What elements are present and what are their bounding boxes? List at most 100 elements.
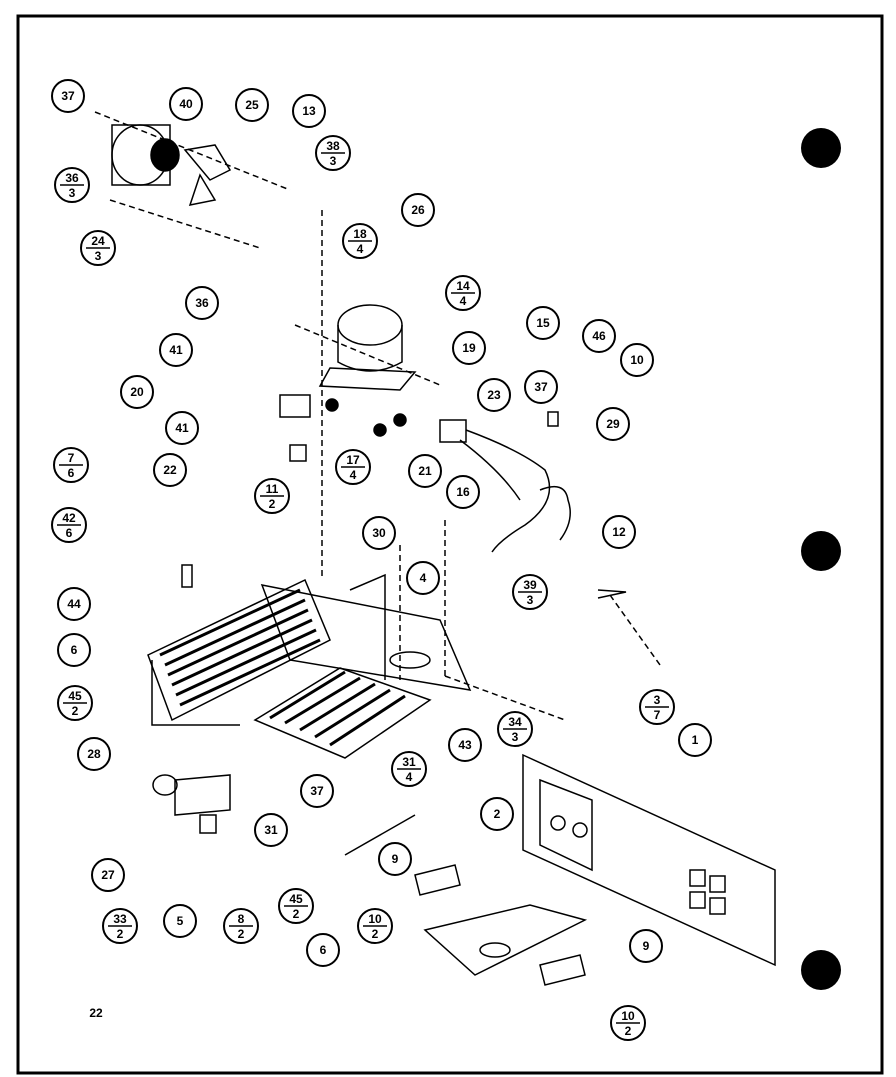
- callout-quantity: 3: [330, 154, 337, 168]
- callout-c10a: 10: [620, 343, 654, 377]
- callout-number: 24: [91, 234, 105, 248]
- callout-number: 10: [368, 912, 382, 926]
- callout-number: 33: [113, 912, 127, 926]
- evaporator-right: [253, 667, 432, 759]
- callout-c14: 144: [445, 275, 481, 311]
- callout-number: 6: [320, 943, 327, 957]
- callout-c29: 29: [596, 407, 630, 441]
- callout-number: 26: [411, 203, 425, 217]
- callout-quantity: 3: [95, 249, 102, 263]
- callout-number: 42: [62, 511, 76, 525]
- callout-quantity: 4: [406, 770, 413, 784]
- callout-number: 29: [606, 417, 620, 431]
- callout-quantity: 2: [269, 497, 276, 511]
- callout-quantity: 3: [512, 730, 519, 744]
- callout-c1: 1: [678, 723, 712, 757]
- callout-number: 15: [536, 316, 550, 330]
- callout-c38: 383: [315, 135, 351, 171]
- callout-c23: 23: [477, 378, 511, 412]
- callout-number: 22: [163, 463, 177, 477]
- callout-number: 44: [67, 597, 81, 611]
- callout-c11: 112: [254, 478, 290, 514]
- callout-number: 17: [346, 453, 360, 467]
- callout-number: 19: [462, 341, 476, 355]
- callout-number: 25: [245, 98, 259, 112]
- callout-c8: 82: [223, 908, 259, 944]
- callout-c37b: 37: [524, 370, 558, 404]
- callout-c16: 16: [446, 475, 480, 509]
- callout-number: 41: [175, 421, 189, 435]
- callout-c31b: 31: [254, 813, 288, 847]
- callout-c9a: 9: [378, 842, 412, 876]
- callout-c21: 21: [408, 454, 442, 488]
- callout-c33: 332: [102, 908, 138, 944]
- callout-c44: 44: [57, 587, 91, 621]
- callout-number: 34: [508, 715, 522, 729]
- callout-c36b: 36: [185, 286, 219, 320]
- callout-c45b: 452: [278, 888, 314, 924]
- evaporator-fan-assembly: [94, 111, 323, 580]
- page-border: [16, 14, 884, 1075]
- callout-c20: 20: [120, 375, 154, 409]
- callout-number: 36: [195, 296, 209, 310]
- callout-number: 12: [612, 525, 626, 539]
- callout-c30: 30: [362, 516, 396, 550]
- callout-c36a: 363: [54, 167, 90, 203]
- callout-quantity: 4: [357, 242, 364, 256]
- callout-c10c: 102: [610, 1005, 646, 1041]
- callout-number: 7: [68, 451, 75, 465]
- callout-number: 2: [494, 807, 501, 821]
- callout-number: 10: [621, 1009, 635, 1023]
- callout-number: 16: [456, 485, 470, 499]
- callout-c42: 426: [51, 507, 87, 543]
- callout-number: 37: [61, 89, 75, 103]
- callout-c15: 15: [526, 306, 560, 340]
- callout-quantity: 6: [66, 526, 73, 540]
- callout-number: 37: [310, 784, 324, 798]
- callout-number: 3: [654, 693, 661, 707]
- callout-quantity: 6: [68, 466, 75, 480]
- callout-number: 21: [418, 464, 432, 478]
- callout-c9b: 9: [629, 929, 663, 963]
- evaporator-left: [147, 564, 331, 726]
- callout-c18: 184: [342, 223, 378, 259]
- callout-c41a: 41: [159, 333, 193, 367]
- callout-quantity: 2: [117, 927, 124, 941]
- callout-number: 9: [392, 852, 399, 866]
- callout-c26: 26: [401, 193, 435, 227]
- callout-number: 11: [266, 482, 279, 496]
- callout-c28: 28: [77, 737, 111, 771]
- callout-number: 31: [264, 823, 278, 837]
- callout-c24: 243: [80, 230, 116, 266]
- compressor: [294, 304, 441, 437]
- callout-c39: 393: [512, 574, 548, 610]
- callout-c43: 43: [448, 728, 482, 762]
- callout-number: 45: [289, 892, 303, 906]
- callout-c31a: 314: [391, 751, 427, 787]
- callout-c17: 174: [335, 449, 371, 485]
- callout-number: 23: [487, 388, 501, 402]
- callout-c6b: 6: [306, 933, 340, 967]
- callout-number: 18: [353, 227, 367, 241]
- callout-c6a: 6: [57, 633, 91, 667]
- callout-number: 30: [372, 526, 386, 540]
- callout-c12: 12: [602, 515, 636, 549]
- callout-c40: 40: [169, 87, 203, 121]
- callout-number: 27: [101, 868, 115, 882]
- callout-number: 9: [643, 939, 650, 953]
- callout-number: 6: [71, 643, 78, 657]
- callout-number: 20: [130, 385, 144, 399]
- callout-quantity: 7: [654, 708, 661, 722]
- relay-and-wiring: [279, 394, 571, 553]
- callout-c37c: 37: [300, 774, 334, 808]
- callout-c37a: 37: [51, 79, 85, 113]
- callout-quantity: 4: [460, 294, 467, 308]
- callout-number: 40: [179, 97, 193, 111]
- callout-number: 14: [456, 279, 470, 293]
- callout-c13: 13: [292, 94, 326, 128]
- callout-quantity: 3: [69, 186, 76, 200]
- callout-quantity: 2: [625, 1024, 632, 1038]
- callout-number: 5: [177, 914, 184, 928]
- callout-number: 41: [169, 343, 183, 357]
